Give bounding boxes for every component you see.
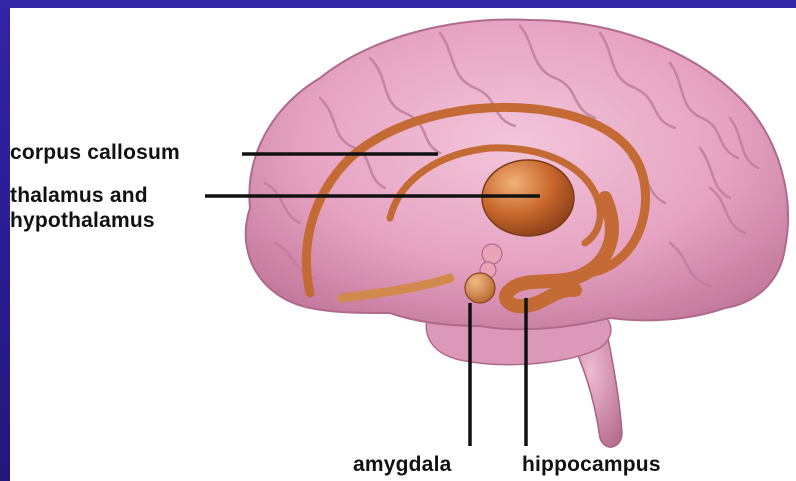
brain-illustration: [10, 8, 796, 481]
label-amygdala: amygdala: [353, 453, 451, 477]
label-thalamus-line2: hypothalamus: [10, 209, 155, 233]
label-hippocampus: hippocampus: [522, 453, 661, 477]
thalamus-shape: [482, 160, 574, 236]
label-corpus-callosum: corpus callosum: [10, 141, 180, 165]
amygdala-shape: [465, 273, 495, 303]
diagram-panel: corpus callosum thalamus and hypothalamu…: [10, 8, 796, 481]
label-thalamus-line1: thalamus and: [10, 184, 148, 208]
small-nucleus-1: [482, 244, 502, 264]
